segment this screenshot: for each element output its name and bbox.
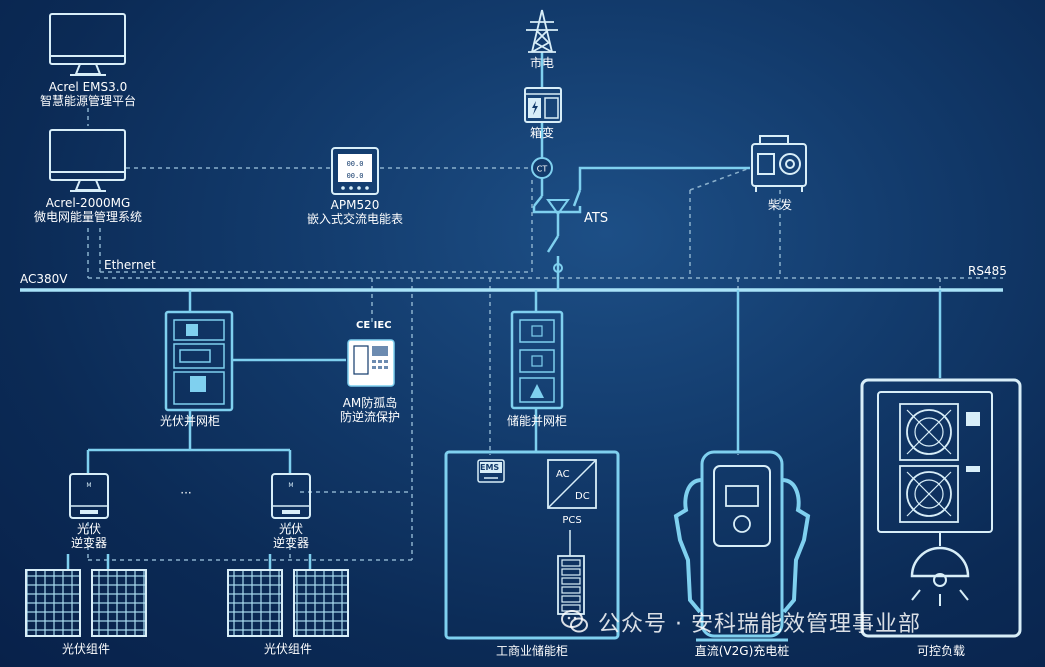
pv-panel [25,569,81,637]
pcs-ac-label: AC [556,469,570,480]
monitor-icon [49,13,126,76]
svg-text:M: M [86,482,91,489]
transformer-icon [524,87,562,123]
watermark: 公众号 · 安科瑞能效管理事业部 [560,606,921,638]
watermark-text: 公众号 · 安科瑞能效管理事业部 [598,612,921,637]
diesel-to-ats [578,166,750,190]
pv-inverter-icon: M [271,473,311,519]
ats-switch-icon [546,199,570,273]
controllable-load-icon [860,378,1022,638]
ess-cabinet-label: 储能并网柜 [506,414,568,428]
inverter-2-label-a: 光伏 [278,522,304,536]
breaker [546,235,560,253]
transformer-label: 箱变 [529,126,555,140]
ems-badge: EMS [480,463,500,472]
inverter-2-label-b: 逆变器 [272,536,310,550]
svg-text:00.0: 00.0 [347,172,364,180]
ct-label: CT [537,165,548,174]
pv-modules-group-1 [25,569,147,637]
ci-storage-label: 工商业储能柜 [495,644,569,658]
energy-meter-icon: 00.0 00.0 [331,147,379,195]
ac-bus-label: AC380V [20,272,68,286]
pv-modules-label-2: 光伏组件 [263,642,313,656]
ethernet-label: Ethernet [104,258,156,272]
svg-text:M: M [288,482,293,489]
pv-inverter-icon: M [69,473,109,519]
power-tower-icon [526,9,558,53]
pv-panel [293,569,349,637]
pv-panel [91,569,147,637]
svg-text:00.0: 00.0 [347,160,364,168]
mg-name: Acrel-2000MG [45,196,131,210]
ems-name: Acrel EMS3.0 [48,80,128,94]
apm-description: 嵌入式交流电能表 [306,212,404,226]
diesel-label: 柴发 [767,198,793,212]
anti-island-label-2: 防逆流保护 [339,410,401,424]
inverter-1-label-b: 逆变器 [70,536,108,550]
ess-cabinet-icon [510,310,564,410]
ats-switch-right [572,189,582,207]
ellipsis-label: ··· [180,486,192,500]
monitor-icon [49,129,126,192]
mg-description: 微电网能量管理系统 [33,210,143,224]
ats-switch-left [533,195,543,207]
controllable-load-label: 可控负载 [916,644,966,658]
storage-cabinet-icon [444,450,620,640]
pv-cabinet-label: 光伏并网柜 [159,414,221,428]
grid-label: 市电 [529,56,555,70]
anti-island-label-1: AM防孤岛 [342,396,398,410]
ev-charger-icon [673,450,811,642]
anti-island-device-icon [347,339,395,387]
rs485-label: RS485 [968,264,1007,278]
charger-label: 直流(V2G)充电桩 [694,644,790,658]
wechat-icon [561,610,588,633]
pv-modules-label-1: 光伏组件 [61,642,111,656]
certification-label: CE IEC [356,320,392,331]
ems-description: 智慧能源管理平台 [39,94,137,108]
pcs-dc-label: DC [575,491,590,502]
pv-cabinet-icon [164,310,234,412]
power-lines [20,52,1003,570]
inverter-1-label-a: 光伏 [76,522,102,536]
apm-name: APM520 [330,198,380,212]
diesel-link [689,167,751,191]
diesel-generator-icon [751,135,807,192]
pcs-label: PCS [562,515,582,526]
ats-label: ATS [584,211,609,226]
ct-icon: CT [531,157,553,179]
pv-modules-group-2 [227,569,349,637]
pv-panel [227,569,283,637]
